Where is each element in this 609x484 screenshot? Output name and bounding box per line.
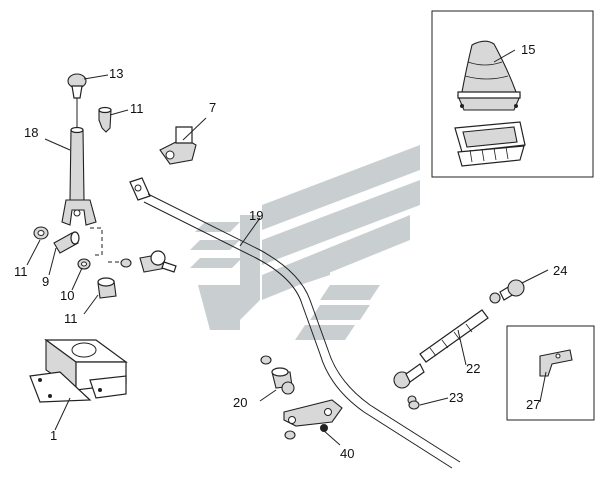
watermark-logo [190,145,420,340]
part-14-knob [67,73,87,99]
callout-24: 24 [553,263,567,278]
ball-joint-left [120,250,177,273]
part-11-bushing-top [33,226,49,240]
part-27-bracket [539,349,573,377]
part-15-boot [457,40,521,111]
part-15-frame [454,121,526,167]
callout-18: 18 [24,125,38,140]
part-24-ball-joint [489,279,525,304]
callout-11-bottom: 11 [64,311,78,326]
part-22-rod [419,309,489,363]
callout-15: 15 [521,42,535,57]
leader-lines [26,49,549,446]
callout-11-top: 11 [14,264,28,279]
callout-9: 9 [42,274,49,289]
callout-1: 1 [50,428,57,443]
part-11-bushing-bottom [97,277,117,299]
part-40-lever [283,399,343,440]
callout-10: 10 [60,288,74,303]
callout-13: 11 [130,101,144,116]
part-10-washer [77,258,91,270]
part-23-ball-joint [393,363,425,410]
callout-7: 7 [209,100,216,115]
inset-box-bracket [506,325,595,421]
callout-labels: 13 11 7 18 11 9 10 11 15 19 20 40 22 23 … [14,42,567,461]
callout-19: 19 [249,208,263,223]
part-1-bracket [29,338,128,403]
part-20-ball-stud [260,355,295,395]
assembly-guide [90,227,103,256]
callout-23: 23 [449,390,463,405]
callout-20: 20 [233,395,247,410]
callout-22: 22 [466,361,480,376]
part-13-sleeve [98,106,112,133]
part-18-lever [61,98,97,226]
part-7-bracket [159,126,197,165]
callout-40: 40 [340,446,354,461]
inset-box-boot [431,10,594,178]
callout-27: 27 [526,397,540,412]
part-19-rod [129,177,461,469]
callout-14: 13 [109,66,123,81]
part-9-pin [53,231,80,254]
